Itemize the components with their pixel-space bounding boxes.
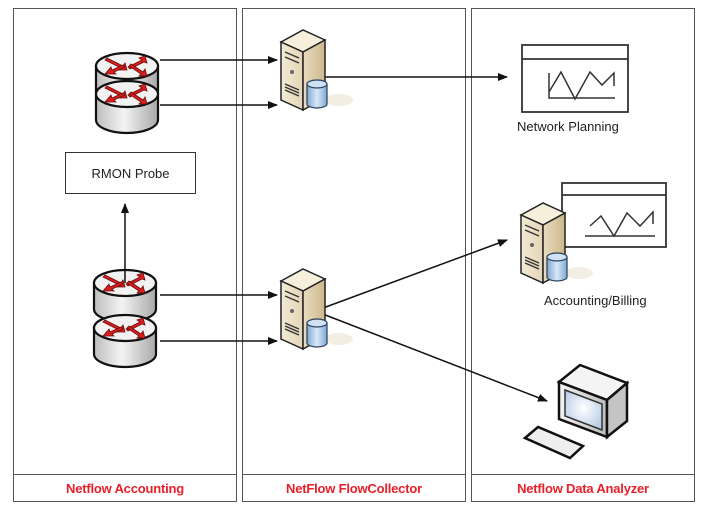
link-collector2-workstation: [314, 310, 548, 402]
panel-netflow-flowcollector: NetFlow FlowCollector: [242, 8, 466, 502]
workstation-icon: [522, 363, 630, 460]
server-icon: [280, 268, 354, 350]
router-2: [94, 79, 160, 135]
panel-label-collector: NetFlow FlowCollector: [243, 474, 465, 501]
panel-label-analyzer: Netflow Data Analyzer: [472, 474, 694, 501]
chart-window-icon: [521, 44, 629, 113]
rmon-probe-label: RMON Probe: [91, 165, 170, 181]
router-4: [92, 313, 158, 369]
panel-label-accounting: Netflow Accounting: [14, 474, 236, 501]
accounting-billing-label: Accounting/Billing: [544, 293, 647, 308]
chart-window-icon: [561, 182, 667, 248]
server-icon: [280, 29, 354, 111]
link-collector2-billing: [314, 239, 508, 312]
network-planning-label: Network Planning: [517, 119, 619, 134]
rmon-probe-box: RMON Probe: [65, 152, 196, 194]
